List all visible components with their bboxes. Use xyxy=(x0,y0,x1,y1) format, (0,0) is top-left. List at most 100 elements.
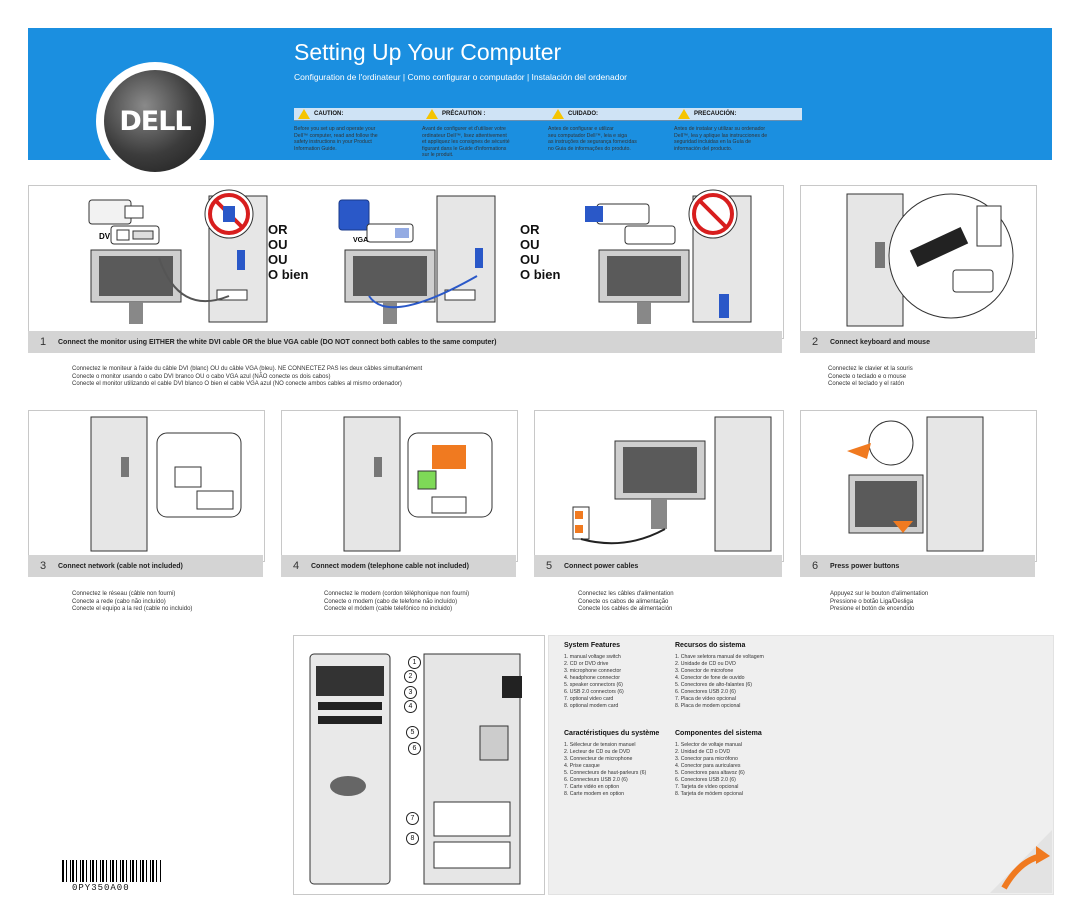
svg-text:DVI: DVI xyxy=(99,232,112,241)
step-number: 2 xyxy=(811,336,819,348)
caution-heading-es: PRECAUCIÓN: xyxy=(674,108,802,121)
step-number: 3 xyxy=(39,560,47,572)
barcode-bar xyxy=(146,860,147,882)
tower-front xyxy=(309,653,391,885)
warning-icon xyxy=(426,109,438,119)
svg-text:VGA: VGA xyxy=(353,237,368,244)
barcode-bar xyxy=(62,860,64,882)
callout-7: 7 xyxy=(406,812,419,825)
system-diagram-panel: 1 2 3 4 5 6 7 8 xyxy=(293,635,545,895)
vga-cable-illustration: VGA xyxy=(338,199,414,244)
barcode-bar xyxy=(116,860,117,882)
features-heading-fr: Caractéristiques du système xyxy=(564,730,660,737)
barcode-bar xyxy=(126,860,127,882)
page-turn-icon xyxy=(990,830,1052,893)
step-number: 5 xyxy=(545,560,553,572)
barcode-bar xyxy=(160,860,161,882)
adapter-monitor xyxy=(598,249,690,324)
step5-illustration-panel xyxy=(534,410,784,562)
tower-rear-2 xyxy=(436,195,496,323)
barcode-bar xyxy=(72,860,74,882)
warning-icon xyxy=(298,109,310,119)
step-label: Connect the monitor using EITHER the whi… xyxy=(58,338,497,346)
step-label: Connect power cables xyxy=(564,562,639,570)
step-label: Connect modem (telephone cable not inclu… xyxy=(311,562,469,570)
step2-bar: 2 Connect keyboard and mouse xyxy=(800,331,1035,353)
step5-bar: 5 Connect power cables xyxy=(534,555,782,577)
step-number: 6 xyxy=(811,560,819,572)
step1-translations: Connectez le moniteur à l'aide du câble … xyxy=(72,366,423,387)
barcode-bar xyxy=(112,860,114,882)
barcode-bar xyxy=(96,860,97,882)
dvi-adapter-illustration xyxy=(585,203,676,245)
barcode-bar xyxy=(120,860,121,882)
dvi-monitor xyxy=(90,249,182,324)
barcode-bar xyxy=(102,860,104,882)
callout-6: 6 xyxy=(408,742,421,755)
barcode-bar xyxy=(152,860,154,882)
warning-icon xyxy=(678,109,690,119)
keyboard-mouse-illustration xyxy=(846,193,1014,327)
step4-bar: 4 Connect modem (telephone cable not inc… xyxy=(281,555,516,577)
caution-text-es: Antes de instalar y utilizar su ordenado… xyxy=(674,126,768,152)
step-label: Press power buttons xyxy=(830,562,900,570)
features-heading-en: System Features xyxy=(564,642,621,649)
dvi-cable-illustration: DVI xyxy=(88,199,160,245)
barcode-bar xyxy=(156,860,157,882)
barcode-bar xyxy=(86,860,87,882)
features-heading-pt: Recursos do sistema xyxy=(675,642,746,649)
barcode-bar xyxy=(142,860,144,882)
tower-rear xyxy=(423,653,522,885)
step3-bar: 3 Connect network (cable not included) xyxy=(28,555,263,577)
features-heading-es: Componentes del sistema xyxy=(675,730,762,737)
barcode-text: 0PY350A00 xyxy=(72,883,130,893)
network-cable-illustration xyxy=(90,416,242,552)
step1-illustration-panel: DVI VGA xyxy=(28,185,784,339)
step6-bar: 6 Press power buttons xyxy=(800,555,1035,577)
step4-illustration-panel xyxy=(281,410,518,562)
step2-illustration-panel xyxy=(800,185,1037,339)
barcode xyxy=(62,860,161,882)
power-cable-illustration xyxy=(572,416,772,552)
step1-bar: 1 Connect the monitor using EITHER the w… xyxy=(28,331,782,353)
barcode-bar xyxy=(130,860,131,882)
tower-rear-1 xyxy=(204,189,268,323)
callout-4: 4 xyxy=(404,700,417,713)
barcode-bar xyxy=(100,860,101,882)
power-button-illustration xyxy=(847,416,984,552)
barcode-bar xyxy=(136,860,137,882)
step-label: Connect network (cable not included) xyxy=(58,562,183,570)
monitor-connection-illustration: DVI VGA xyxy=(88,189,752,324)
vga-monitor xyxy=(344,249,436,324)
barcode-bar xyxy=(92,860,94,882)
barcode-bar xyxy=(76,860,77,882)
barcode-bar xyxy=(70,860,71,882)
step6-illustration-panel xyxy=(800,410,1037,562)
callout-3: 3 xyxy=(404,686,417,699)
modem-cable-illustration xyxy=(343,416,493,552)
callout-1: 1 xyxy=(408,656,421,669)
barcode-bar xyxy=(66,860,67,882)
tower-rear-3 xyxy=(688,189,752,323)
features-panel xyxy=(548,635,1054,895)
system-diagram xyxy=(309,653,522,885)
caution-heading-en: CAUTION: xyxy=(294,108,422,121)
barcode-bar xyxy=(132,860,134,882)
page-subtitle: Configuration de l'ordinateur | Como con… xyxy=(294,72,628,82)
warning-icon xyxy=(552,109,564,119)
step3-translations: Connectez le réseau (câble non fourni)Co… xyxy=(72,591,193,612)
barcode-bar xyxy=(140,860,141,882)
callout-8: 8 xyxy=(406,832,419,845)
step4-translations: Connectez le modem (cordon téléphonique … xyxy=(324,591,470,612)
step-number: 1 xyxy=(39,336,47,348)
